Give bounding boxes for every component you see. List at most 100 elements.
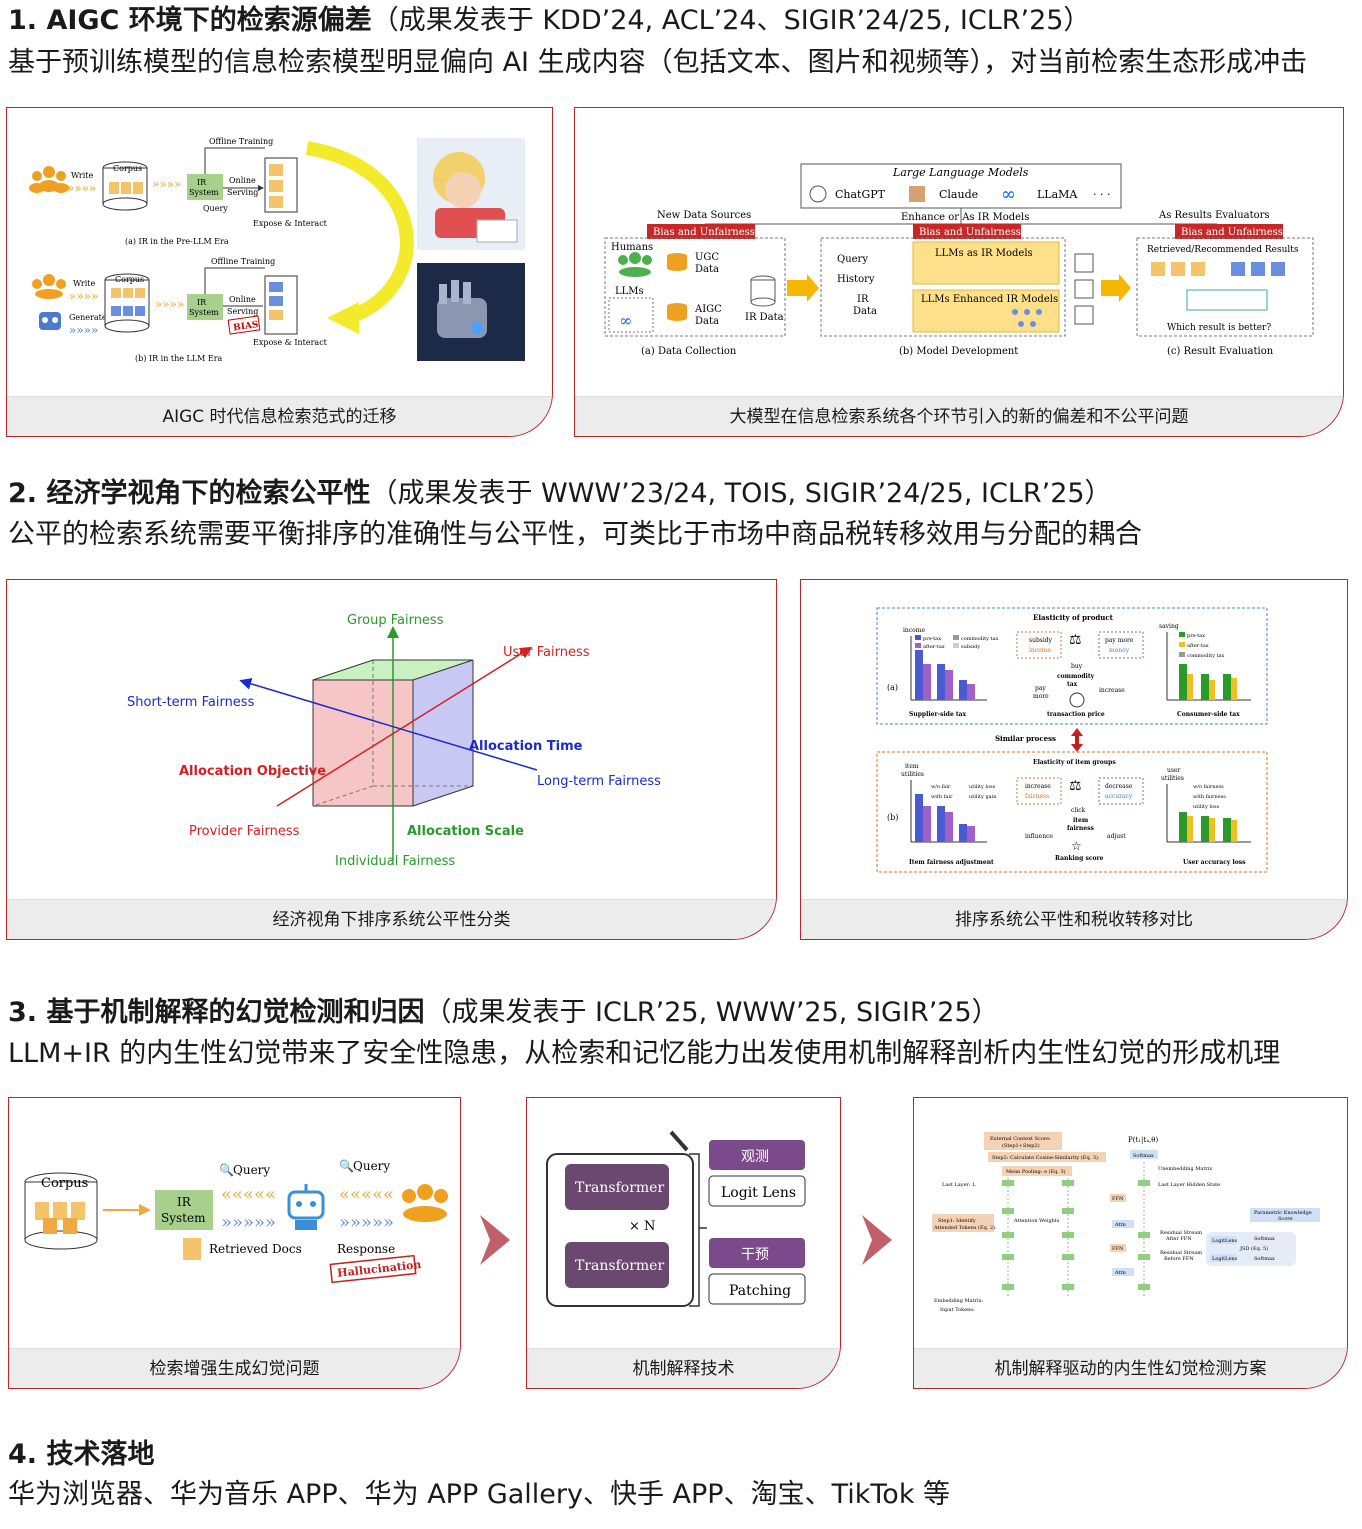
robot-icon	[39, 312, 61, 330]
softmax-label: Softmax	[1254, 1236, 1275, 1242]
softmax-label: Softmax	[1254, 1256, 1275, 1262]
before-ffn-label: Before FFN	[1164, 1256, 1194, 1262]
arrow-left-icon: «««««	[339, 1184, 394, 1205]
adjust-label: adjust	[1107, 833, 1126, 840]
mech-interp-figure: Transformer × N Transformer 观测 Logit Len…	[527, 1098, 840, 1348]
online-label: Online	[229, 295, 256, 304]
observe-tag	[709, 1140, 805, 1170]
ir-data-label: IR Data	[745, 312, 784, 323]
embedding-matrix-label: Embedding Matrix:	[934, 1298, 983, 1304]
legend-subsidy: subsidy	[961, 644, 980, 650]
llm-more: · · ·	[1093, 188, 1110, 201]
section3-subtitle: LLM+IR 的内生性幻觉带来了安全性隐患，从检索和记忆能力出发使用机制解释剖析…	[8, 1038, 1281, 1069]
buy-label: buy	[1071, 663, 1083, 670]
next-arrow-icon	[862, 1215, 892, 1265]
result-evaluation-panel	[1136, 237, 1314, 337]
section2-title-publications: （成果发表于 WWW’23/24, TOIS, SIGIR’24/25, ICL…	[370, 478, 1112, 509]
section3-title-publications: （成果发表于 ICLR’25, WWW’25, SIGIR’25）	[424, 997, 999, 1028]
unembedding-matrix-label: Unembedding Matrix	[1158, 1166, 1212, 1172]
probability-title: P(t₁|t₄,θ)	[1128, 1136, 1158, 1144]
short-term-fairness-label: Short-term Fairness	[127, 695, 255, 710]
similar-process-label: Similar process	[995, 734, 1056, 743]
retrieved-results-label: Retrieved/Recommended Results	[1147, 245, 1299, 255]
ir-system-box	[155, 1190, 213, 1230]
legend-utility-loss: utility loss	[1193, 804, 1220, 810]
ir-paradigm-figure: Write »»»» Corpus »»»» IR System Offline…	[7, 108, 552, 396]
mean-pooling-label: Mean Pooling: e (Eq. 3)	[1006, 1168, 1066, 1175]
users-icon	[32, 274, 66, 299]
section4-title: 4. 技术落地	[8, 1438, 154, 1472]
corpus-database-icon	[24, 1172, 98, 1250]
step-sum-label: (Step1+Step2)	[1002, 1142, 1040, 1149]
scale-icon: ⚖	[1069, 778, 1082, 794]
results-evaluators-label: As Results Evaluators	[1158, 210, 1270, 221]
legend-with-fair: with fair	[931, 794, 953, 800]
section1-title: 1. AIGC 环境下的检索源偏差（成果发表于 KDD’24, ACL’24、S…	[8, 4, 1090, 38]
llm-era-label: (b) IR in the LLM Era	[135, 354, 223, 363]
users-icon	[402, 1184, 448, 1222]
offline-training-label: Offline Training	[209, 137, 273, 146]
legend-with-fairness: with fairness	[1193, 794, 1226, 800]
attn-label: Attn	[1114, 1222, 1127, 1228]
query-label: Query	[203, 204, 228, 213]
parametric-knowledge-label: Parametric Knowledge	[1254, 1210, 1312, 1216]
ugc-data-label: Data	[695, 264, 719, 275]
softmax-label: Softmax	[1133, 1153, 1154, 1159]
llm-enhanced-ir-box	[912, 289, 1060, 333]
attention-weights-label: Attention Weights	[1013, 1218, 1060, 1224]
system-label: System	[189, 308, 219, 317]
pay-label: pay	[1035, 685, 1046, 692]
more-label: more	[1033, 693, 1049, 700]
income-box-label: income	[1029, 647, 1051, 654]
system-label: System	[161, 1211, 206, 1225]
allocation-objective-label: Allocation Objective	[179, 764, 326, 779]
card-caption: 检索增强生成幻觉问题	[9, 1348, 460, 1388]
tax-label: tax	[1067, 681, 1078, 688]
generate-label: Generate	[69, 313, 107, 322]
flow-arrow	[787, 274, 819, 302]
cube-side-face	[413, 660, 473, 806]
expose-interact-label: Expose & Interact	[253, 338, 328, 347]
query-label: Query	[353, 1159, 390, 1173]
logitlens-label: LogitLens	[1212, 1238, 1238, 1244]
legend-wo-fairness: w/o fairness	[1193, 784, 1224, 790]
query-label: Query	[233, 1163, 270, 1177]
corpus-label: Corpus	[41, 1176, 88, 1191]
times-n-label: × N	[629, 1219, 655, 1234]
logitlens-label: LogitLens	[1212, 1256, 1238, 1262]
step1-detail-label: Attended Tokens (Eq. 2).	[933, 1224, 997, 1231]
corpus-database-icon	[102, 161, 148, 211]
svg-text:»»»»: »»»»	[155, 297, 184, 311]
new-data-sources-label: New Data Sources	[657, 210, 751, 221]
llm-as-ir-box	[912, 241, 1060, 285]
logit-lens-tag	[708, 1175, 806, 1207]
enhance-ir-models-label: Enhance or As IR Models	[901, 212, 1029, 223]
saving-label: saving	[1159, 623, 1179, 630]
bias-tag	[1175, 224, 1283, 239]
data-collection-panel	[604, 237, 786, 337]
transformer-label: Transformer	[575, 1180, 664, 1196]
card-ir-paradigm-shift: Write »»»» Corpus »»»» IR System Offline…	[6, 107, 553, 437]
commodity-label: commodity	[1057, 673, 1095, 680]
click-label: click	[1071, 807, 1086, 814]
data-label: Data	[853, 306, 877, 317]
card-caption: 机制解释驱动的内生性幻觉检测方案	[914, 1348, 1347, 1388]
supplier-side-tax-label: Supplier-side tax	[909, 711, 967, 718]
child-writing-illustration	[417, 138, 525, 250]
legend-pretax: pre-tax	[923, 636, 941, 642]
history-label: History	[837, 274, 875, 285]
transformer-block	[565, 1164, 669, 1210]
model-development-label: (b) Model Development	[899, 346, 1018, 357]
arrow-right-icon: »»»»»	[221, 1212, 276, 1233]
meta-icon: ∞	[619, 311, 632, 330]
elasticity-item-groups-label: Elasticity of item groups	[1033, 759, 1116, 766]
user-fairness-label: User Fairness	[503, 645, 590, 660]
influence-label: influence	[1025, 833, 1053, 840]
bias-tag	[647, 224, 755, 239]
response-label: Response	[337, 1242, 395, 1256]
card-llm-bias-unfairness: Large Language Models ChatGPT Claude ∞ L…	[574, 107, 1344, 437]
legend-utility-gain: utility gain	[969, 794, 997, 800]
item-fairness-bars	[915, 794, 975, 842]
llm-enhanced-ir-label: LLMs Enhanced IR Models	[921, 294, 1058, 305]
serving-label: Serving	[227, 307, 258, 316]
